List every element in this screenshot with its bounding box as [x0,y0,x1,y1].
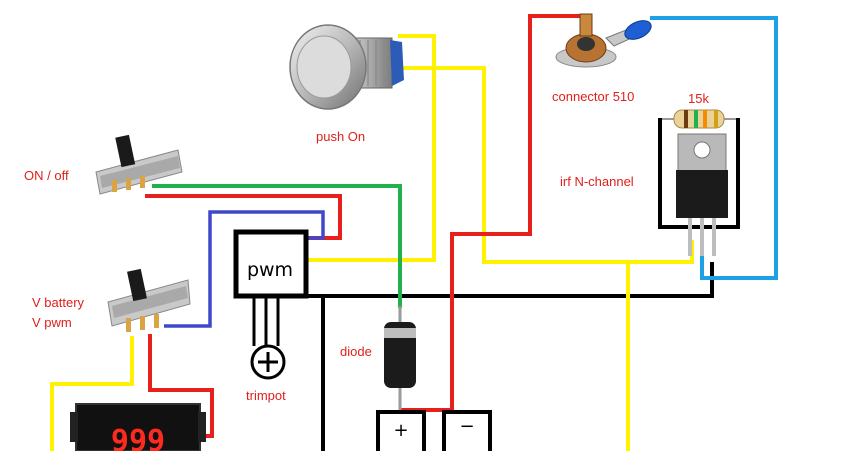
red-wire-connector [400,14,582,412]
push-on-label: push On [316,129,365,144]
black-wire-main [302,262,714,298]
cyan-wire [650,16,778,280]
blue-wire [164,210,325,328]
v-battery-label: V battery [32,295,85,310]
yellow-wires [50,34,694,451]
red-wire-battery-switch [148,334,214,438]
minus-label: − [459,416,474,437]
plus-terminal: + [376,410,426,451]
on-off-switch [95,134,183,195]
display-digits: 999 [111,424,165,451]
connector-510 [555,13,652,68]
mosfet-label: irf N-channel [560,174,634,189]
diode [384,306,416,410]
connector-label: connector 510 [552,89,634,104]
resistor [658,109,740,229]
mosfet [676,133,728,256]
v-pwm-label: V pwm [32,315,72,330]
on-off-label: ON / off [24,168,69,183]
plus-label: + [393,420,408,441]
black-wires [302,262,714,451]
diode-label: diode [340,344,372,359]
pwm-module: pwm [233,229,309,346]
pwm-label: pwm [247,259,293,281]
push-button [289,24,404,110]
resistor-label: 15k [688,91,709,106]
trimpot [250,344,286,380]
battery-pwm-switch [107,268,191,332]
yellow-wire-push-to-fet [400,66,694,264]
minus-terminal: − [442,410,492,451]
yellow-wire-left [50,336,134,451]
green-wire [152,184,402,308]
voltmeter-display: 999 [70,403,206,451]
trimpot-label: trimpot [246,388,286,403]
yellow-wire-push-to-pwm [308,34,436,262]
